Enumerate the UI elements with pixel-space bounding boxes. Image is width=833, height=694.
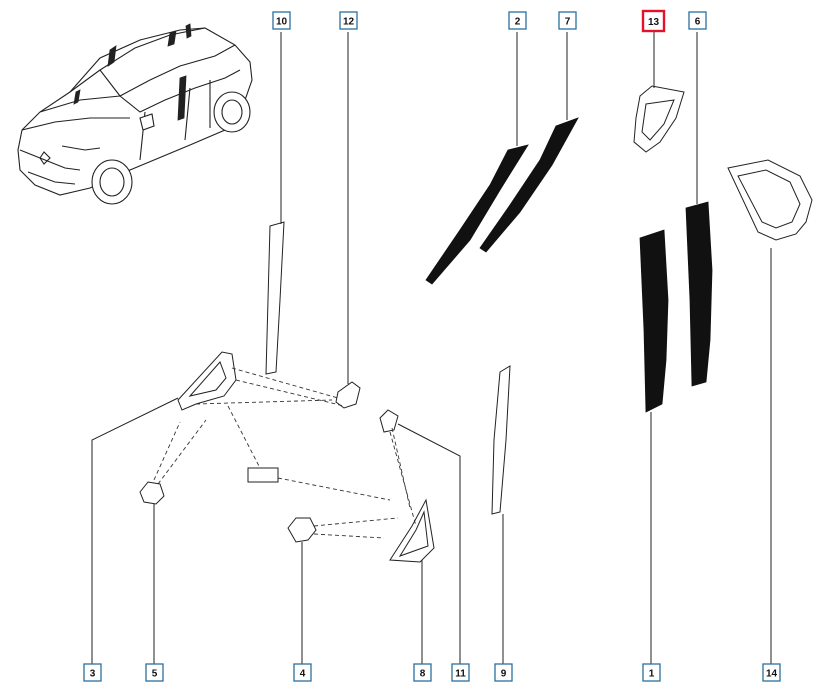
callout-8[interactable]: 8 <box>413 663 432 682</box>
part-10-strip <box>265 221 285 375</box>
callout-13[interactable]: 13 <box>641 9 666 33</box>
leader-lines <box>91 32 772 664</box>
callouts: 10 12 2 7 13 6 3 5 4 8 11 <box>83 9 781 682</box>
callout-4[interactable]: 4 <box>293 663 312 682</box>
callout-7[interactable]: 7 <box>558 11 577 30</box>
part-13-trim[interactable] <box>633 85 685 153</box>
svg-text:10: 10 <box>276 17 288 28</box>
svg-text:8: 8 <box>420 669 426 680</box>
callout-5[interactable]: 5 <box>145 663 164 682</box>
svg-text:13: 13 <box>648 17 660 28</box>
svg-text:5: 5 <box>152 669 158 680</box>
callout-10[interactable]: 10 <box>272 11 291 30</box>
svg-text:9: 9 <box>501 669 507 680</box>
part-3-trim[interactable] <box>177 351 237 411</box>
callout-11[interactable]: 11 <box>451 663 470 682</box>
callout-2[interactable]: 2 <box>508 11 527 30</box>
part-14-frame[interactable] <box>727 159 813 241</box>
part-4-clip[interactable] <box>287 517 317 543</box>
svg-text:2: 2 <box>515 17 521 28</box>
assembly-lines <box>153 367 417 539</box>
part-9-strip <box>491 365 511 515</box>
callout-14[interactable]: 14 <box>762 663 781 682</box>
svg-text:11: 11 <box>455 669 466 680</box>
part-12-clip[interactable] <box>335 381 361 409</box>
part-7-strip[interactable] <box>479 117 579 253</box>
svg-text:14: 14 <box>766 669 778 680</box>
svg-text:12: 12 <box>343 17 355 28</box>
car-illustration <box>17 23 253 205</box>
svg-text:7: 7 <box>565 17 571 28</box>
callout-12[interactable]: 12 <box>339 11 358 30</box>
svg-text:4: 4 <box>300 669 306 680</box>
callout-6[interactable]: 6 <box>688 11 707 30</box>
part-5-clip[interactable] <box>139 481 165 505</box>
callout-1[interactable]: 1 <box>642 663 661 682</box>
svg-text:3: 3 <box>90 669 96 680</box>
callout-3[interactable]: 3 <box>83 663 102 682</box>
part-1-strip[interactable] <box>639 229 669 413</box>
callout-9[interactable]: 9 <box>494 663 513 682</box>
part-8-trim[interactable] <box>389 498 435 563</box>
part-2-strip[interactable] <box>425 144 529 285</box>
svg-text:1: 1 <box>649 669 655 680</box>
tape-piece <box>247 467 279 483</box>
svg-text:6: 6 <box>695 17 701 28</box>
part-6-strip[interactable] <box>685 201 713 387</box>
part-11-clip[interactable] <box>379 409 399 433</box>
